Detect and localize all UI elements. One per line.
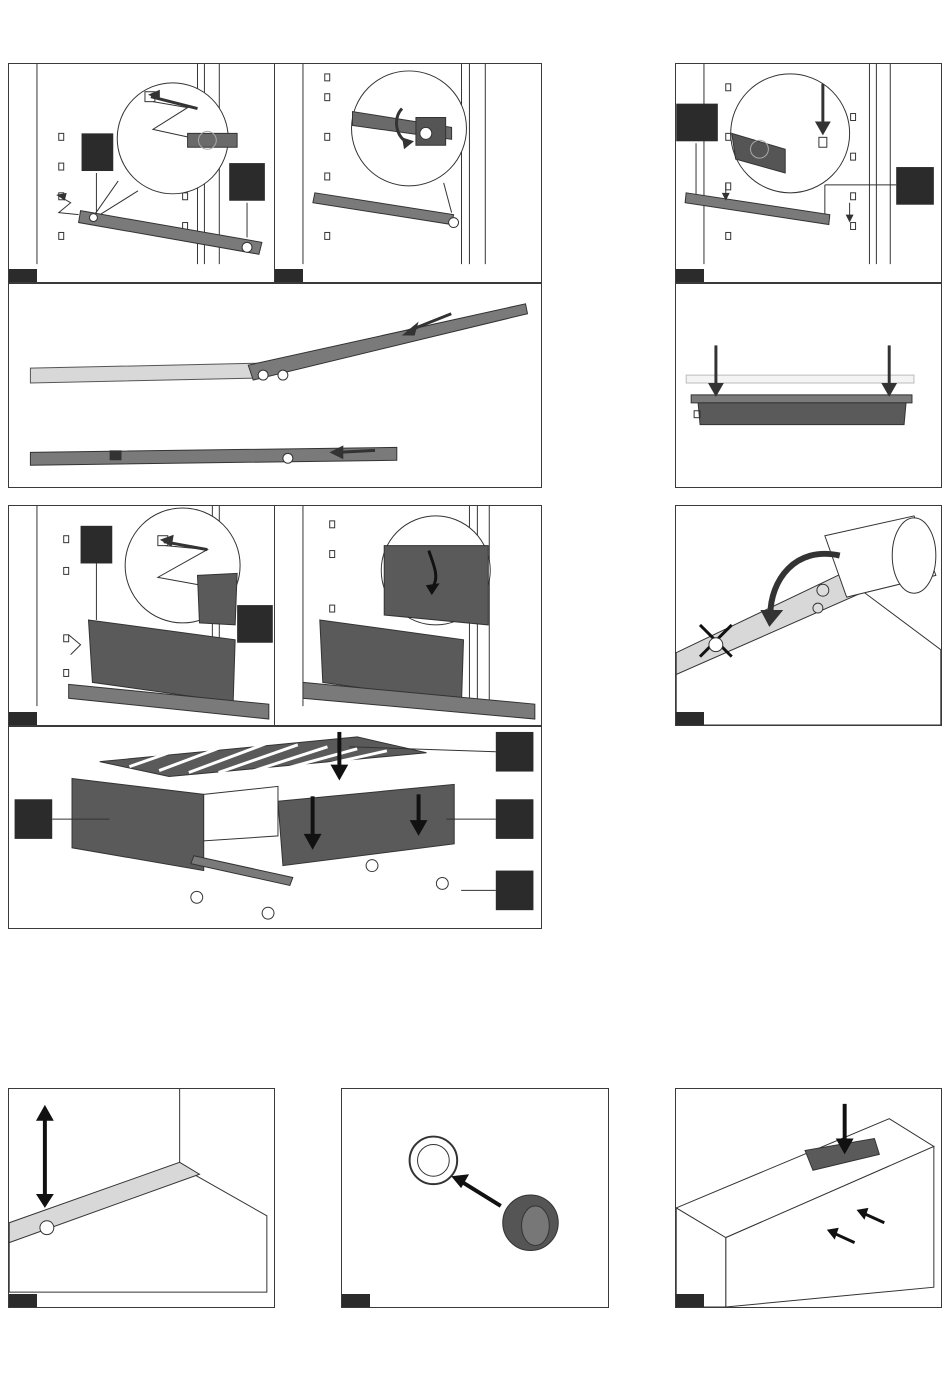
panel-rail-lock [274,63,542,283]
rear-bracket-illustration [676,64,941,282]
step-tab [676,1294,704,1307]
rail-lock-illustration [275,64,541,282]
rail-extend-illustration [9,284,541,487]
shelf-lock-illustration [275,506,541,725]
panel-water-fill [675,505,942,726]
step-tab [9,269,37,282]
panel-height-adjust [8,1088,275,1308]
panel-rail-install [8,63,275,283]
water-fill-illustration [676,506,941,725]
panel-top-cover [675,1088,942,1308]
panel-shelf-install [8,505,275,726]
step-tab [275,269,303,282]
panel-drawer-assembly [8,726,542,929]
shelf-install-illustration [9,506,274,725]
panel-rail-extend [8,283,542,488]
panel-bracket-align [675,283,942,488]
step-tab [676,269,704,282]
drawer-assembly-illustration [9,727,541,928]
vent-cap-illustration [342,1089,608,1307]
rail-install-illustration [9,64,274,282]
height-adjust-illustration [9,1089,274,1307]
step-tab [676,712,704,725]
panel-rear-bracket [675,63,942,283]
top-cover-illustration [676,1089,941,1307]
panel-vent-cap [341,1088,609,1308]
step-tab [9,712,37,725]
bracket-align-illustration [676,284,941,487]
panel-shelf-lock [274,505,542,726]
step-tab [9,1294,37,1307]
step-tab [342,1294,370,1307]
